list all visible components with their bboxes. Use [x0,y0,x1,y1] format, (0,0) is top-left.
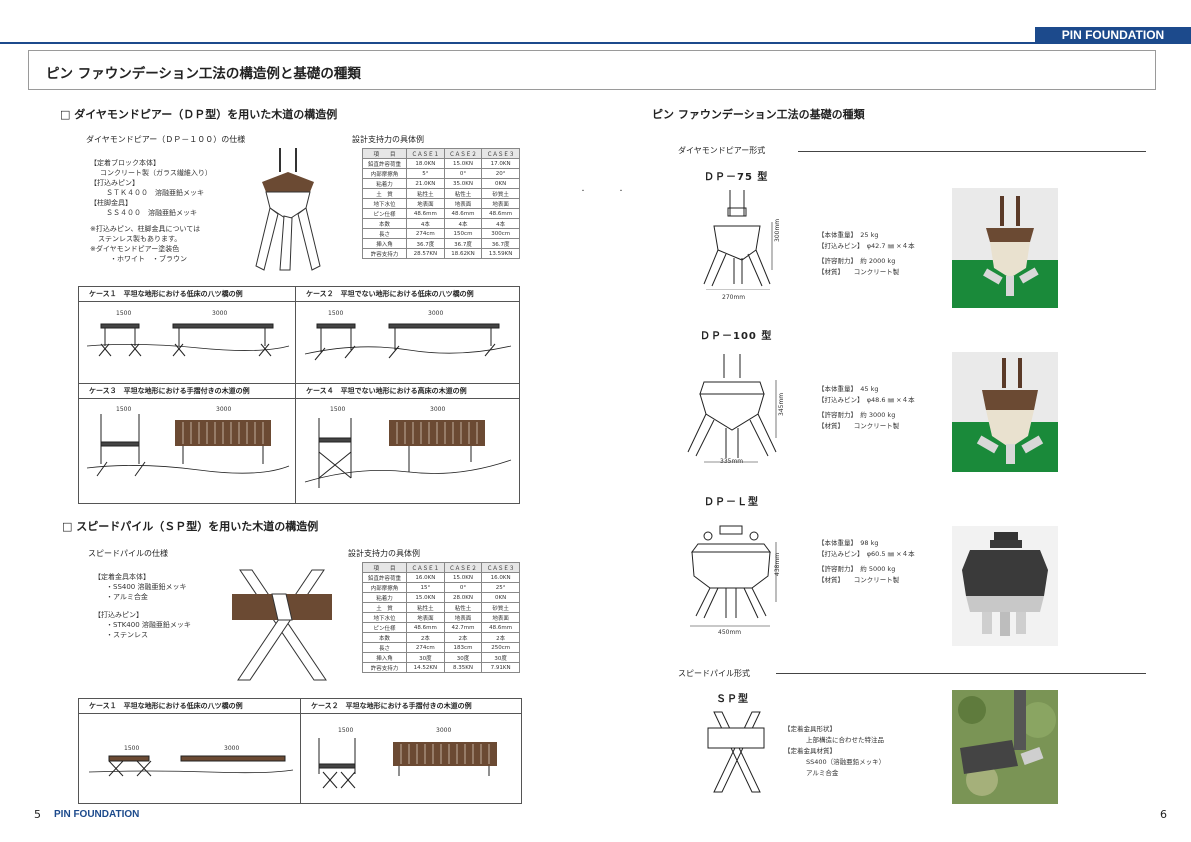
dim-label: 1500 [328,310,344,317]
dp75-photo [952,188,1058,308]
dim-label: 3000 [436,727,452,734]
dot-mark: ・ [618,188,625,195]
title-box [28,50,1156,90]
dp100-drawing [687,354,777,463]
dp-section-label: ダイヤモンドピアー形式 [678,146,766,155]
dp75-name: ＤＰ－75 型 [704,172,769,183]
sp-case-2: ケース２ 平坦な地形における手摺付きの木道の例 [301,699,521,803]
page-number-left: 5 [34,808,41,821]
dpl-drawing [690,525,777,627]
sp-drawing [707,711,765,793]
sp-spec-list: 【定着金具本体】 ・SS400 溶融亜鉛メッキ ・アルミ合金 【打込みピン】 ・… [94,573,191,639]
dim-label: 3000 [224,745,240,752]
dpl-photo [952,526,1058,646]
sp-table-title: 設計支持力の具体例 [348,549,420,558]
dim-label: 3000 [212,310,228,317]
dp-case-3: ケース３ 平坦な地形における手摺付きの木道の例 [79,384,296,503]
dp75-drawing [703,190,773,290]
dim-label: 1500 [116,310,132,317]
right-heading: ピン ファウンデーション工法の基礎の種類 [652,108,865,121]
page-title: ピン ファウンデーション工法の構造例と基礎の種類 [46,66,361,82]
dp100-photo [952,352,1058,472]
sp-spec-title: スピードパイルの仕様 [88,549,168,558]
sp-case-grid: ケース１ 平坦な地形における低床の八ツ橋の例 ケース２ 平坦な地形における手摺付… [78,698,522,804]
dp100-height: 345mm [778,392,785,416]
dim-label: 3000 [216,406,232,413]
sp-photo [952,690,1058,804]
dp100-illustration [255,148,321,271]
dim-label: 3000 [428,310,444,317]
dp-case-2: ケース２ 平坦でない地形における低床の八ツ橋の例 [296,287,519,384]
footer-brand: PIN FOUNDATION [54,809,140,820]
page-number-right: 6 [1160,808,1167,821]
dp100-specs: 【本体重量】 45 kg 【打込みピン】 φ48.6 ㎜ ×４本 【許容耐力】 … [818,385,915,430]
dpl-width: 450mm [718,629,742,636]
dp-table-title: 設計支持力の具体例 [352,135,424,144]
dp-case-grid: ケース１ 平坦な地形における低床の八ツ橋の例 ケース２ 平坦でない地形における低… [78,286,520,504]
sp-heading: □ スピードパイル（ＳＰ型）を用いた木道の構造例 [62,520,319,533]
dp-case-drawings [86,323,512,488]
dpl-specs: 【本体重量】 98 kg 【打込みピン】 φ60.5 ㎜ ×４本 【許容耐力】 … [818,539,915,584]
sp-case-1: ケース１ 平坦な地形における低床の八ツ橋の例 [79,699,301,803]
dp-case-1: ケース１ 平坦な地形における低床の八ツ橋の例 [79,287,296,384]
section-rule [798,151,1146,152]
dp-case-4: ケース４ 平坦でない地形における高床の木道の例 [296,384,519,503]
dp-spec-title: ダイヤモンドピアー（ＤＰ－１００）の仕様 [86,135,246,144]
sp-name: ＳＰ型 [716,694,749,705]
dp75-specs: 【本体重量】 25 kg 【打込みピン】 φ42.7 ㎜ ×４本 【許容耐力】 … [818,231,915,276]
sp-section-label: スピードパイル形式 [678,669,750,678]
sp-specs: 【定着金具形状】 上部構造に合わせた特注品 【定着金具材質】 SS400（溶融亜… [784,725,886,777]
dpl-height: 438mm [774,552,781,576]
dp-spec-list: 【定着ブロック本体】 コンクリート製（ガラス繊維入り） 【打込みピン】 ＳＴＫ４… [90,159,212,263]
dim-label: 1500 [338,727,354,734]
sp-illustration [232,569,332,681]
sp-case-drawings [88,738,497,789]
dp-heading: □ ダイヤモンドピアー（ＤＰ型）を用いた木道の構造例 [60,108,338,121]
dp100-name: ＤＰ－100 型 [700,331,773,342]
dpl-name: ＤＰ－Ｌ型 [704,497,759,508]
dp75-height: 300mm [774,218,781,242]
dp75-width: 270mm [722,294,746,301]
section-rule [776,673,1146,674]
dp100-width: 335mm [720,458,744,465]
dim-label: 3000 [430,406,446,413]
header-rule [0,42,1191,44]
dim-label: 1500 [330,406,346,413]
dim-label: 1500 [116,406,132,413]
dim-label: 1500 [124,745,140,752]
dot-mark: ・ [580,188,587,195]
brand-tab: PIN FOUNDATION [1035,27,1191,43]
